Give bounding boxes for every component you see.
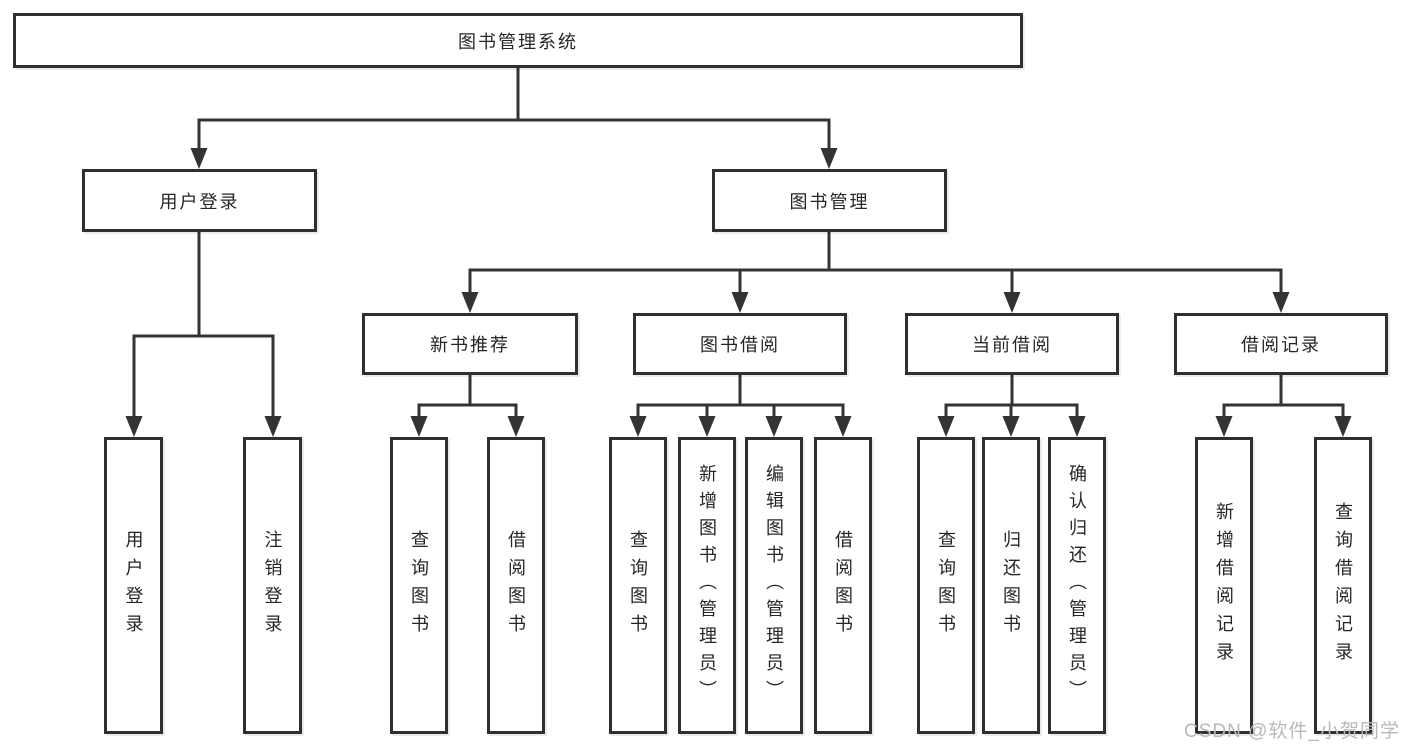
leaf-return-books: 归还图书 bbox=[982, 437, 1040, 734]
node-root: 图书管理系统 bbox=[13, 13, 1023, 68]
node-current-borrowing-label: 当前借阅 bbox=[972, 335, 1052, 355]
leaf-add-borrow-record-label: 新增借阅记录 bbox=[1214, 501, 1234, 670]
leaf-add-borrow-record: 新增借阅记录 bbox=[1195, 437, 1253, 734]
node-book-borrowing: 图书借阅 bbox=[633, 313, 847, 375]
leaf-query-books-borrowing: 查询图书 bbox=[609, 437, 667, 734]
leaf-borrow-books-borrowing: 借阅图书 bbox=[814, 437, 872, 734]
node-user-login-label: 用户登录 bbox=[159, 191, 240, 212]
leaf-query-borrow-record: 查询借阅记录 bbox=[1314, 437, 1372, 734]
leaf-add-books-admin-label: 新增图书（管理员） bbox=[697, 464, 717, 707]
node-user-login: 用户登录 bbox=[82, 169, 317, 232]
leaf-logout: 注销登录 bbox=[243, 437, 302, 734]
node-book-management: 图书管理 bbox=[712, 169, 947, 232]
leaf-logout-label: 注销登录 bbox=[262, 529, 283, 642]
leaf-confirm-return-admin-label: 确认归还（管理员） bbox=[1067, 464, 1087, 707]
leaf-query-books-current-label: 查询图书 bbox=[936, 529, 956, 642]
node-root-label: 图书管理系统 bbox=[458, 31, 578, 52]
leaf-borrow-books-recommend-label: 借阅图书 bbox=[506, 529, 526, 642]
leaf-edit-books-admin: 编辑图书（管理员） bbox=[745, 437, 803, 734]
leaf-return-books-label: 归还图书 bbox=[1001, 529, 1021, 642]
node-new-book-recommend-label: 新书推荐 bbox=[430, 335, 510, 355]
node-borrow-records-label: 借阅记录 bbox=[1241, 335, 1321, 355]
leaf-query-books-recommend: 查询图书 bbox=[390, 437, 448, 734]
leaf-user-login-label: 用户登录 bbox=[123, 529, 144, 642]
csdn-watermark: CSDN @软件_小贺同学 bbox=[1184, 721, 1400, 742]
leaf-borrow-books-recommend: 借阅图书 bbox=[487, 437, 545, 734]
node-current-borrowing: 当前借阅 bbox=[905, 313, 1119, 375]
leaf-query-books-borrowing-label: 查询图书 bbox=[628, 529, 648, 642]
node-new-book-recommend: 新书推荐 bbox=[362, 313, 578, 375]
leaf-query-borrow-record-label: 查询借阅记录 bbox=[1333, 501, 1353, 670]
node-book-management-label: 图书管理 bbox=[789, 191, 870, 212]
leaf-query-books-current: 查询图书 bbox=[917, 437, 975, 734]
node-book-borrowing-label: 图书借阅 bbox=[700, 335, 780, 355]
leaf-user-login: 用户登录 bbox=[104, 437, 163, 734]
leaf-borrow-books-borrowing-label: 借阅图书 bbox=[833, 529, 853, 642]
leaf-query-books-recommend-label: 查询图书 bbox=[409, 529, 429, 642]
node-borrow-records: 借阅记录 bbox=[1174, 313, 1388, 375]
leaf-add-books-admin: 新增图书（管理员） bbox=[678, 437, 736, 734]
leaf-edit-books-admin-label: 编辑图书（管理员） bbox=[764, 464, 784, 707]
leaf-confirm-return-admin: 确认归还（管理员） bbox=[1048, 437, 1106, 734]
